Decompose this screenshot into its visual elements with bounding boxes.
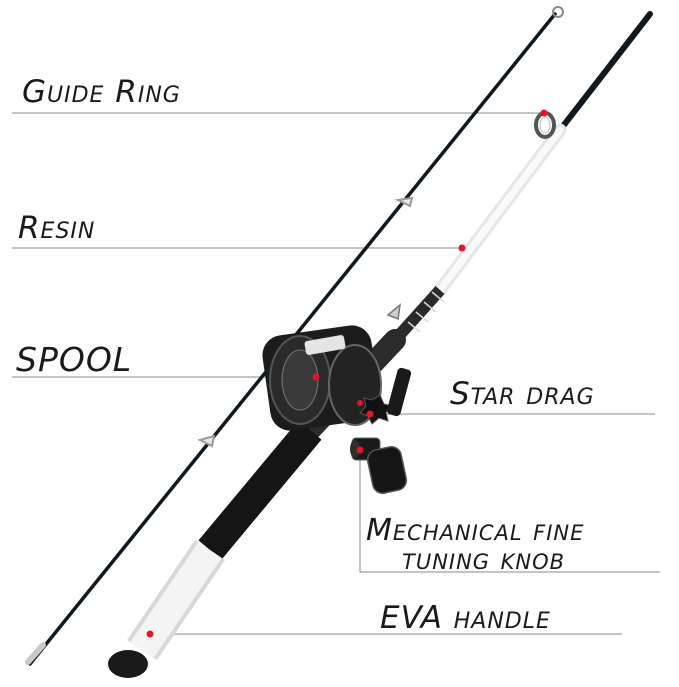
marker-resin: [459, 245, 466, 252]
label-guide-ring: Guide Ring: [22, 74, 181, 110]
label-spool: SPOOL: [16, 340, 132, 379]
label-mechanical-line2: tuning knob: [402, 542, 565, 577]
marker-star-drag-2: [357, 400, 363, 406]
guide-ring: [536, 113, 554, 137]
label-resin: Resin: [18, 210, 95, 246]
marker-star-drag: [367, 411, 374, 418]
label-star-drag: Star drag: [450, 376, 595, 412]
marker-eva-handle: [147, 631, 154, 638]
marker-mechanical-knob: [357, 447, 364, 454]
rod-main-blank: [108, 14, 650, 678]
marker-spool: [313, 374, 320, 381]
marker-guide-ring: [541, 110, 548, 117]
label-eva-handle: EVA handle: [380, 600, 551, 636]
